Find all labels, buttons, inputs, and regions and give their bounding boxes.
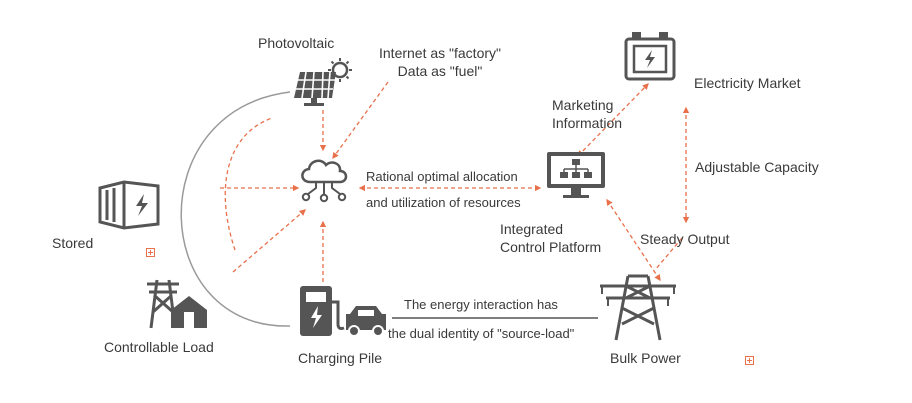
electricity-market-icon	[624, 32, 676, 81]
integrated-line-1: Integrated	[500, 221, 564, 237]
bulk-power-label: Bulk Power	[610, 350, 681, 366]
adjustable-capacity-label: Adjustable Capacity	[695, 159, 819, 175]
marketing-line-2: Information	[552, 115, 623, 131]
energy-interaction-line2: the dual identity of "source-load"	[388, 326, 575, 341]
energy-interaction-line1: The energy interaction has	[404, 297, 558, 312]
transmission-tower-icon	[600, 274, 676, 341]
rational-line-2: and utilization of resources	[366, 195, 521, 210]
controllable-load-label: Controllable Load	[104, 339, 214, 355]
expand-icon-stored[interactable]	[146, 248, 155, 257]
control-platform-monitor-icon	[547, 152, 605, 198]
arrow-dashed-arc-upper	[224, 117, 273, 251]
expand-icon-bulk[interactable]	[745, 356, 754, 365]
battery-storage-icon	[98, 180, 160, 230]
charging-pile-label: Charging Pile	[298, 350, 383, 366]
steady-output-label: Steady Output	[640, 231, 730, 247]
integrated-platform-label: Integrated Control Platform	[500, 220, 601, 256]
charging-pile-icon	[300, 286, 386, 337]
internet-line-1: Internet as "factory"	[379, 45, 501, 61]
arrow-platform-bulk	[606, 198, 661, 282]
cloud-network-icon	[301, 159, 348, 203]
stored-label: Stored	[52, 235, 94, 251]
integrated-line-2: Control Platform	[500, 239, 602, 255]
photovoltaic-label: Photovoltaic	[258, 35, 335, 51]
resource-arc	[180, 91, 291, 327]
marketing-line-1: Marketing	[552, 97, 614, 113]
arrow-arc-low-to-cloud	[232, 209, 306, 273]
marketing-information-label: Marketing Information	[552, 96, 622, 132]
solar-panel-icon	[294, 58, 352, 106]
rational-line-1: Rational optimal allocation	[366, 169, 518, 184]
arrow-platform-market	[577, 83, 649, 157]
electricity-market-label: Electricity Market	[694, 75, 801, 91]
rational-allocation-label: Rational optimal allocation and utilizat…	[366, 164, 521, 216]
arrow-internet-to-cloud	[332, 81, 389, 160]
internet-factory-label: Internet as "factory" Data as "fuel"	[368, 44, 512, 80]
internet-line-2: Data as "fuel"	[397, 63, 483, 79]
controllable-load-icon	[147, 279, 207, 329]
